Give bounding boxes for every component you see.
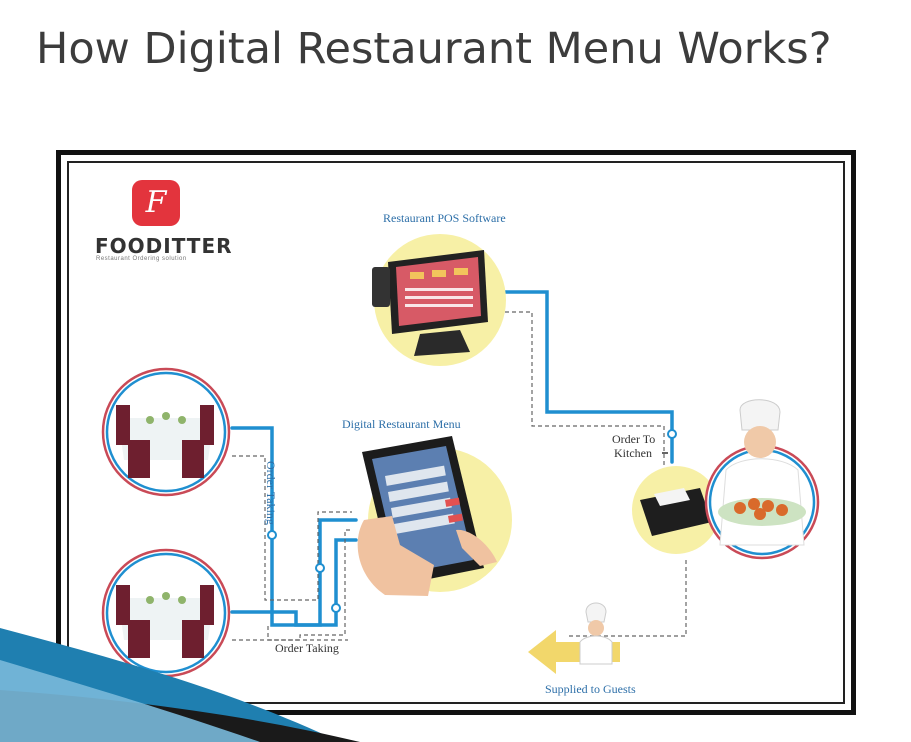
order-taking-vertical-label: Order Taking: [264, 461, 278, 525]
dining-table-1-illustration: [101, 367, 231, 497]
brand-name: FOODITTER: [95, 234, 233, 258]
digital-menu-label: Digital Restaurant Menu: [342, 417, 461, 431]
brand-tagline: Restaurant Ordering solution: [96, 256, 187, 262]
pos-terminal-illustration: [372, 234, 506, 366]
supplied-to-guests-label: Supplied to Guests: [545, 682, 636, 696]
pos-software-label: Restaurant POS Software: [383, 211, 506, 225]
flow-line-pos-kitchen: [496, 290, 674, 464]
dining-table-2-illustration: [101, 548, 231, 678]
diagram-frame-inner: [67, 161, 845, 704]
flow-nodes: [267, 429, 677, 613]
kitchen-printer-illustration: [632, 466, 720, 554]
supplied-arrow-illustration: [528, 602, 620, 674]
chef-illustration: [704, 399, 820, 560]
order-taking-horizontal-label: Order Taking: [275, 641, 339, 655]
fooditter-logo-icon: F: [132, 180, 180, 226]
kitchen-label: Kitchen: [614, 446, 652, 460]
slide-title: How Digital Restaurant Menu Works?: [36, 24, 832, 74]
flow-lines: [230, 290, 674, 627]
logo-letter: F: [145, 185, 167, 220]
flow-line-table2: [230, 538, 358, 627]
tablet-illustration: [357, 436, 512, 596]
dashed-lines: [232, 311, 687, 641]
corner-swoosh-light: [0, 660, 260, 742]
order-to-label: Order To: [612, 432, 656, 446]
